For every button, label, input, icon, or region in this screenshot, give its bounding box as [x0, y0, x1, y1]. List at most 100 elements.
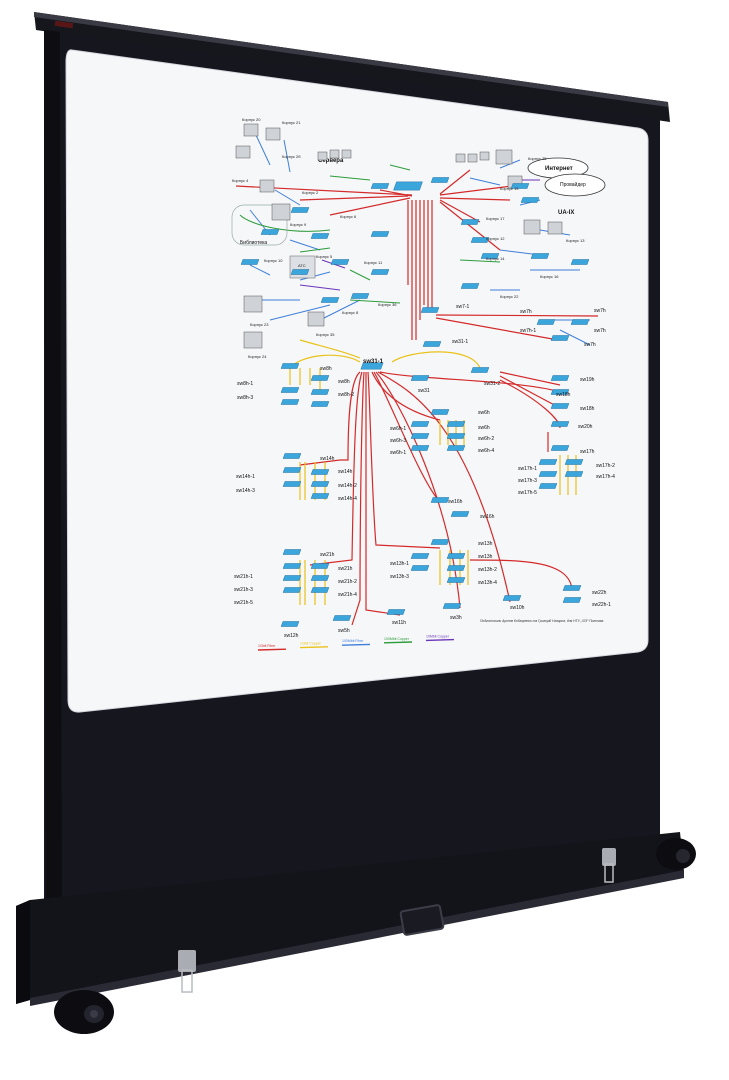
- switch-label: sw7h: [594, 308, 606, 314]
- switch-icons: [240, 177, 590, 627]
- switch-icon: [240, 259, 260, 265]
- switch-icon: [460, 219, 480, 225]
- switch-icon: [410, 375, 430, 381]
- building-label: Корпус 2б: [282, 154, 301, 159]
- switch-label: sw17h-1: [518, 466, 537, 472]
- switch-label: sw18h: [556, 392, 571, 398]
- switch-icon: [536, 319, 556, 325]
- switch-icon: [282, 453, 302, 459]
- switch-label: sw17h-3: [518, 478, 537, 484]
- switch-icon: [282, 587, 302, 593]
- switch-label: sw31-1: [363, 359, 384, 365]
- switch-icon: [282, 549, 302, 555]
- legend-label: 100Mbit Fiber: [342, 639, 364, 643]
- legend-swatch: [257, 648, 287, 651]
- switch-label: sw14h-3: [236, 488, 255, 494]
- carry-handle: [399, 904, 445, 936]
- switch-label: sw14h-4: [338, 496, 357, 502]
- building-labels: Корпус 20 Корпус 21 Корпус 2б Корпус 2 К…: [232, 117, 585, 359]
- wheel-right: [656, 838, 696, 870]
- switch-icon: [470, 237, 490, 243]
- switch-label: sw7h: [584, 342, 596, 348]
- switch-icon: [282, 575, 302, 581]
- switch-label: sw21h-4: [338, 592, 357, 598]
- switch-icon: [290, 207, 310, 213]
- switch-label: sw18h: [580, 406, 595, 412]
- switch-icon: [410, 565, 430, 571]
- building-label: Корпус 10: [264, 258, 283, 263]
- legend-swatch: [383, 641, 413, 644]
- switch-label: sw17h-5: [518, 490, 537, 496]
- switch-label: sw31-1: [452, 339, 468, 345]
- switch-label: sw13h-3: [390, 574, 409, 580]
- diagram-credit: Подготовили Артем Кобзаренко та Григорій…: [480, 619, 603, 623]
- building-label: Корпус 21: [282, 120, 301, 125]
- switch-label: sw16h: [448, 499, 463, 505]
- switch-label: sw16h: [480, 514, 495, 520]
- switch-icon: [260, 229, 280, 235]
- switch-label: sw13h: [478, 541, 493, 547]
- switch-label: sw8h-2: [338, 392, 354, 398]
- switch-label: sw8h: [320, 366, 332, 372]
- switch-label: sw6h: [478, 410, 490, 416]
- switch-icon: [562, 585, 582, 591]
- switch-label: sw31-2: [484, 381, 500, 387]
- switch-label: sw10h: [510, 605, 525, 611]
- switch-label: sw14h: [320, 456, 335, 462]
- switch-icon: [410, 421, 430, 427]
- latch-right: [602, 848, 616, 883]
- switch-label: sw21h-3: [234, 587, 253, 593]
- switch-icon: [480, 253, 500, 259]
- building-label: Корпус 25: [528, 156, 547, 161]
- switch-icon: [446, 421, 466, 427]
- switch-label: sw21h-2: [338, 579, 357, 585]
- switch-icon: [446, 445, 466, 451]
- switch-icon: [320, 297, 340, 303]
- switch-icon: [310, 587, 330, 593]
- legend-label: 1Gbit Fiber: [258, 644, 276, 648]
- building-label: Корпус 12: [486, 236, 505, 241]
- ua-ix-label: UA-IX: [558, 210, 574, 216]
- switch-icon: [282, 481, 302, 487]
- library-area: Библиотека: [231, 204, 288, 246]
- switch-icon: [550, 445, 570, 451]
- switch-icon: [310, 233, 330, 239]
- switch-icon: [422, 341, 442, 347]
- switch-icon: [310, 563, 330, 569]
- switch-icon: [310, 469, 330, 475]
- switch-label: sw7-1: [456, 304, 470, 310]
- switch-label: sw11h: [392, 620, 406, 626]
- switch-icon: [538, 483, 558, 489]
- switch-label: sw19h: [580, 377, 595, 383]
- switch-label: sw14h-1: [236, 474, 255, 480]
- building-label: Корпус 11: [364, 260, 383, 265]
- switch-icon: [570, 319, 590, 325]
- switch-icon: [446, 553, 466, 559]
- switch-label: sw13h: [478, 554, 493, 560]
- legend-label: 10Mbit Copper: [426, 634, 450, 638]
- building-label: Корпус 15: [500, 186, 519, 191]
- switch-icon: [550, 375, 570, 381]
- switch-icon: [446, 433, 466, 439]
- switch-label: sw14h-2: [338, 483, 357, 489]
- building-label: Корпус 20: [242, 117, 261, 122]
- building-label: Корпус 13: [566, 238, 585, 243]
- switch-label: sw22h-1: [592, 602, 611, 608]
- servers-title: Сервера: [318, 158, 344, 164]
- switch-icon: [470, 367, 490, 373]
- switch-icon: [420, 307, 440, 313]
- switch-icon: [370, 231, 390, 237]
- building-label: Корпус 6: [340, 214, 357, 219]
- switch-icon: [442, 603, 462, 609]
- switch-icon: [310, 375, 330, 381]
- switch-icon: [332, 615, 352, 621]
- switch-label: sw21h: [320, 552, 335, 558]
- switch-icon: [282, 563, 302, 569]
- switch-label: sw17h-2: [596, 463, 615, 469]
- switch-label: sw21h: [338, 566, 353, 572]
- switch-icon: [290, 269, 310, 275]
- building-label: Корпус 14: [486, 256, 505, 261]
- provider-label: Провайдер: [560, 181, 586, 188]
- building-label: Корпус 9: [290, 222, 307, 227]
- switch-label: sw6h-3: [390, 438, 406, 444]
